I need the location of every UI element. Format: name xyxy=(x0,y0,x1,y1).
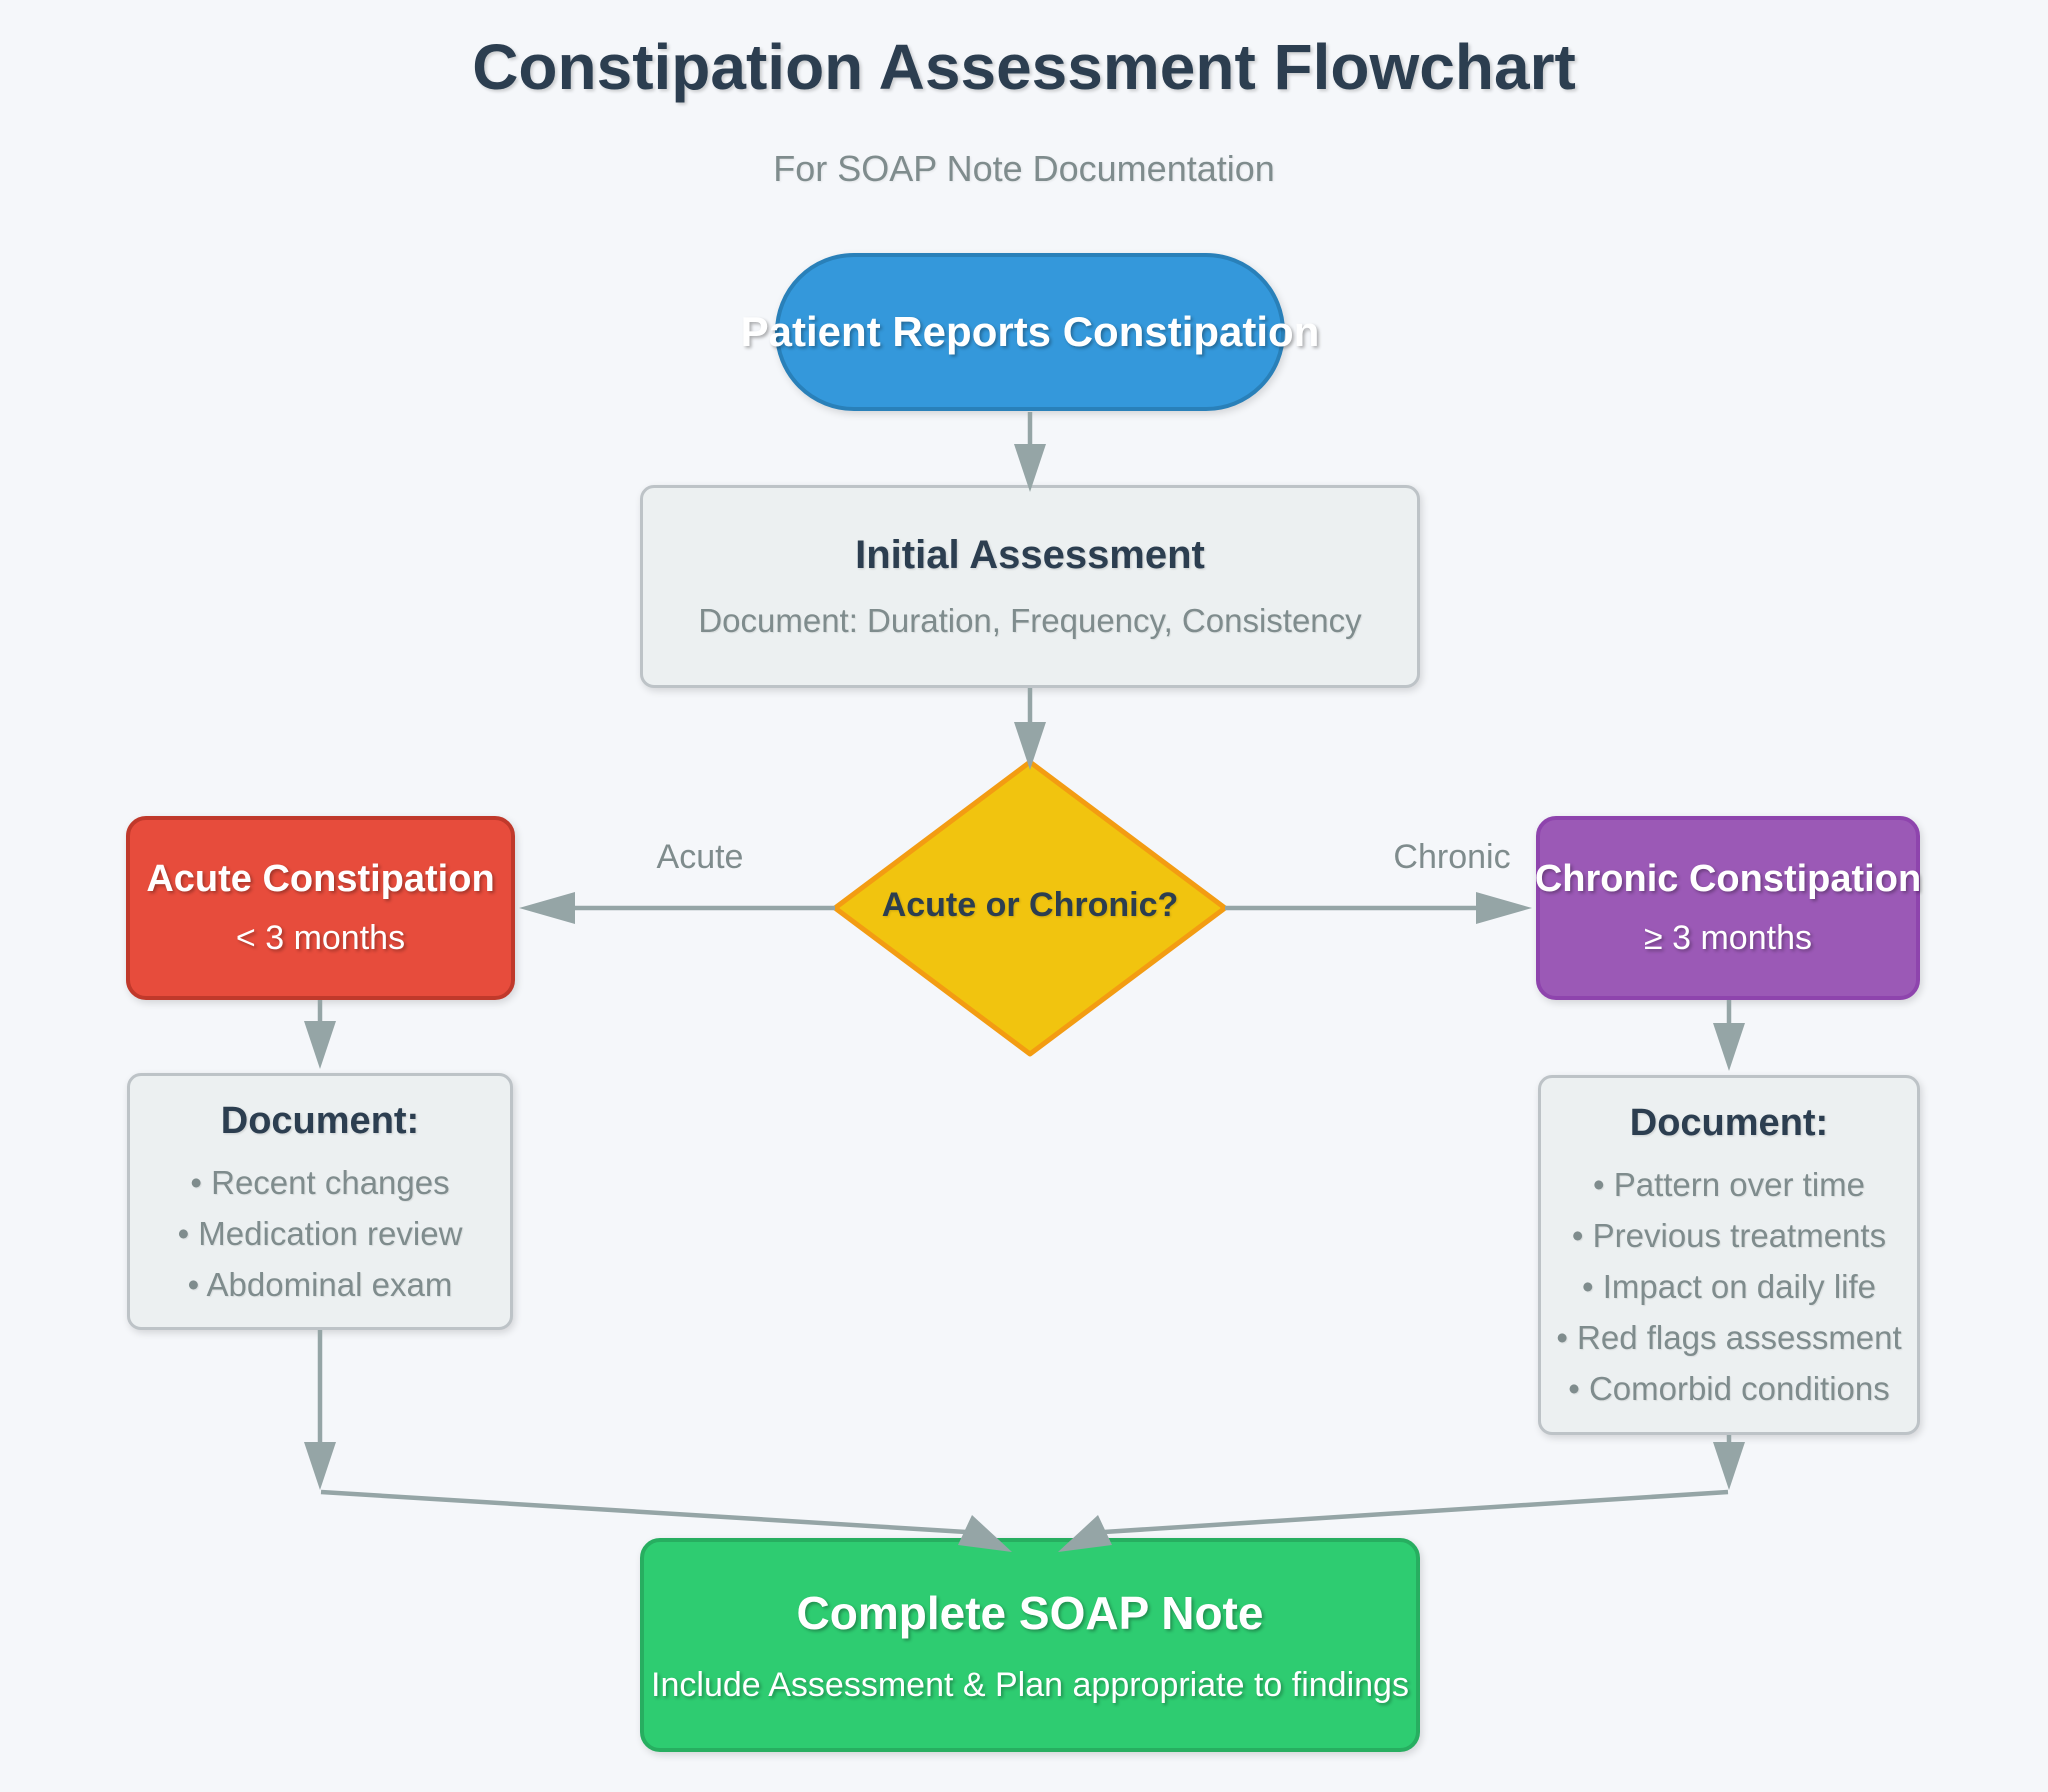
bullet-item: • Medication review xyxy=(177,1215,463,1252)
end-node-title: Complete SOAP Note xyxy=(796,1586,1264,1639)
arrow-down-icon xyxy=(1713,1442,1745,1490)
edge-label-chronic: Chronic xyxy=(1393,838,1511,876)
start-node-label: Patient Reports Constipation xyxy=(740,308,1320,355)
arrow-down-icon xyxy=(304,1021,336,1069)
initial-assessment-title: Initial Assessment xyxy=(855,533,1205,577)
page-title: Constipation Assessment Flowchart xyxy=(472,31,1576,103)
bullet-item: • Recent changes xyxy=(190,1164,450,1201)
acute-document-node: Document: • Recent changes • Medication … xyxy=(127,1073,513,1330)
chronic-constipation-node: Chronic Constipation ≥ 3 months xyxy=(1534,816,1922,1000)
end-node: Complete SOAP Note Include Assessment & … xyxy=(640,1538,1420,1752)
arrow-line xyxy=(1103,1489,1729,1535)
arrow-down-icon xyxy=(1014,722,1046,770)
bullet-item: • Pattern over time xyxy=(1593,1166,1865,1203)
start-node: Patient Reports Constipation xyxy=(741,253,1319,411)
acute-constipation-node: Acute Constipation < 3 months xyxy=(126,816,515,1000)
bullet-item: • Abdominal exam xyxy=(187,1266,453,1303)
bullet-item: • Impact on daily life xyxy=(1581,1268,1877,1305)
chronic-node-subtitle: ≥ 3 months xyxy=(1644,919,1812,957)
arrow-down-icon xyxy=(1713,1023,1745,1071)
arrow-down-icon xyxy=(304,1442,336,1490)
acute-node-title: Acute Constipation xyxy=(146,858,495,900)
initial-assessment-subtitle: Document: Duration, Frequency, Consisten… xyxy=(698,602,1362,639)
chronic-node-title: Chronic Constipation xyxy=(1534,858,1922,900)
chronic-document-title: Document: xyxy=(1629,1102,1829,1144)
arrow-line xyxy=(320,1489,967,1535)
end-node-subtitle: Include Assessment & Plan appropriate to… xyxy=(651,1665,1409,1704)
acute-document-title: Document: xyxy=(220,1100,420,1142)
bullet-item: • Red flags assessment xyxy=(1556,1319,1902,1356)
bullet-item: • Previous treatments xyxy=(1571,1217,1887,1254)
initial-assessment-node: Initial Assessment Document: Duration, F… xyxy=(640,485,1420,688)
arrow-right-icon xyxy=(1476,892,1532,924)
acute-node-subtitle: < 3 months xyxy=(235,919,406,957)
arrow-left-icon xyxy=(519,892,575,924)
bullet-item: • Comorbid conditions xyxy=(1568,1370,1890,1407)
decision-label: Acute or Chronic? xyxy=(881,886,1179,924)
page-subtitle: For SOAP Note Documentation xyxy=(773,148,1275,189)
edge-label-acute: Acute xyxy=(656,838,744,876)
chronic-document-node: Document: • Pattern over time • Previous… xyxy=(1538,1075,1920,1435)
